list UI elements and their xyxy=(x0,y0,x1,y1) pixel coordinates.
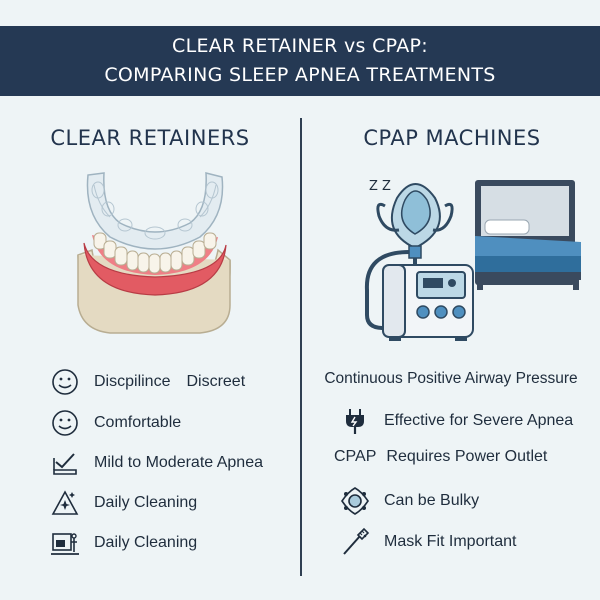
list-item: Effective for Severe Apnea xyxy=(340,406,573,436)
title-line-1: CLEAR RETAINER vs CPAP: xyxy=(172,35,428,57)
power-plug-icon xyxy=(340,406,370,436)
clear-retainers-title: CLEAR RETAINERS xyxy=(50,126,250,150)
checkbox-icon xyxy=(50,448,80,478)
cleaning-station-icon xyxy=(50,528,80,558)
smiley-icon xyxy=(50,408,80,438)
brush-icon xyxy=(340,527,370,557)
list-item: Daily Cleaning xyxy=(50,528,197,558)
cpap-prefix-label: CPAP xyxy=(334,448,377,465)
list-item: Daily Cleaning xyxy=(50,488,197,518)
item-label: Effective for Severe Apnea xyxy=(384,412,574,429)
item-label: Discpilince xyxy=(94,373,171,390)
item-label: Mild to Moderate Apnea xyxy=(94,454,263,471)
list-item: Comfortable xyxy=(50,408,181,438)
column-divider xyxy=(300,118,302,576)
list-item: Mask Fit Important xyxy=(340,527,516,557)
item-label: Daily Cleaning xyxy=(94,494,198,511)
list-item: Mild to Moderate Apnea xyxy=(50,448,263,478)
item-label-secondary: Discreet xyxy=(186,373,246,390)
dental-model-illustration xyxy=(77,172,231,334)
item-label: Comfortable xyxy=(94,414,182,431)
cpap-illustration: Z Z xyxy=(364,179,581,341)
header-banner: CLEAR RETAINER vs CPAP: COMPARING SLEEP … xyxy=(0,26,600,96)
sleep-z-glyph: Z Z xyxy=(369,179,391,194)
list-item: Discpilince Discreet xyxy=(50,367,245,397)
list-item: CPAP Requires Power Outlet xyxy=(330,448,547,466)
sparkle-triangle-icon xyxy=(50,488,80,518)
mask-cushion-icon xyxy=(340,486,370,516)
bed-icon xyxy=(475,180,581,290)
item-label: Can be Bulky xyxy=(384,492,480,509)
item-label: Requires Power Outlet xyxy=(386,448,548,465)
title-line-2: COMPARING SLEEP APNEA TREATMENTS xyxy=(104,64,496,86)
list-item: Can be Bulky xyxy=(340,486,479,516)
smiley-icon xyxy=(50,367,80,397)
cpap-machines-title: CPAP MACHINES xyxy=(363,126,541,150)
cpap-subtitle: Continuous Positive Airway Pressure xyxy=(324,370,578,387)
item-label: Daily Cleaning xyxy=(94,534,198,551)
item-label: Mask Fit Important xyxy=(384,533,517,550)
